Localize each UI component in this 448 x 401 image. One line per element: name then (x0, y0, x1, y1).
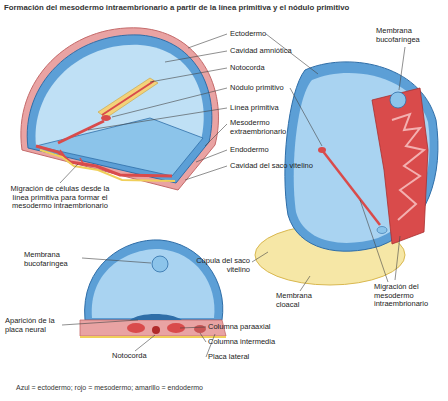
part-label: Membrana cloacal (276, 292, 324, 309)
part-label: Notocorda (112, 352, 147, 361)
part-label: Notocorda (230, 64, 265, 73)
right-embryo (255, 62, 438, 285)
part-label: Nódulo primitivo (230, 84, 284, 93)
part-label: Columna intermedia (208, 338, 275, 347)
figure-title: Formación del mesodermo intraembrionario… (4, 3, 349, 12)
part-label: Ectodermo (230, 30, 266, 39)
left-embryo (21, 28, 219, 190)
part-label: Endodermo (230, 146, 269, 155)
part-label: Placa lateral (208, 353, 249, 362)
part-label: Aparición de la placa neural (5, 317, 61, 334)
part-label: Membrana bucofaríngea (24, 251, 82, 268)
part-label: Cúpula del saco vitelino (188, 257, 250, 274)
color-key-caption: Azul = ectodermo; rojo = mesodermo; amar… (16, 384, 203, 391)
part-label: Migración del mesodermo intraembrionario (374, 283, 444, 309)
part-label: Línea primitiva (230, 104, 279, 113)
leader-lines (60, 34, 405, 357)
part-label: Migración de células desde la línea prim… (8, 185, 112, 211)
part-label: Cavidad del saco vitelino (230, 162, 340, 171)
part-label: Membrana bucofaríngea (376, 27, 444, 44)
part-label: Columna paraaxial (208, 323, 271, 332)
part-label: Cavidad amniótica (230, 47, 292, 56)
part-label: Mesodermo extraembrionario (230, 119, 302, 136)
